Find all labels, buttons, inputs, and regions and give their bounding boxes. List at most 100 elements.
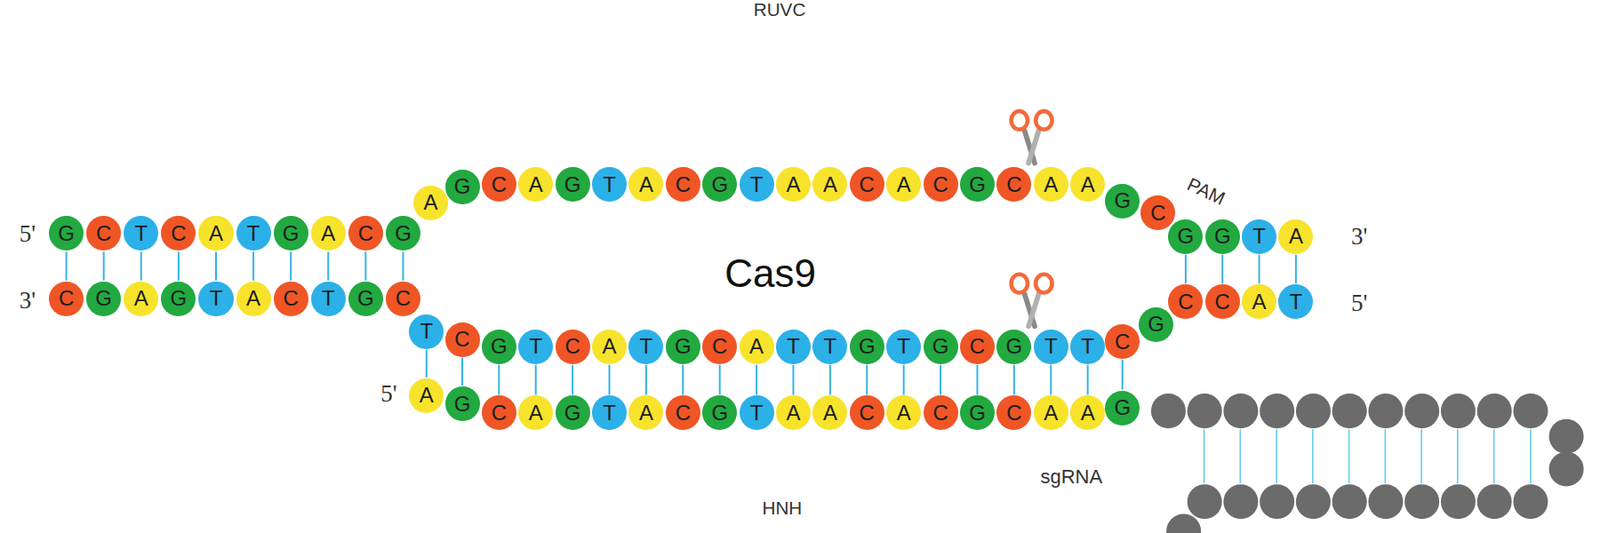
base-letter: A (639, 174, 654, 196)
nucleotide-circle: A (886, 395, 921, 431)
base-letter: C (1114, 331, 1130, 353)
base-letter: A (896, 402, 912, 424)
sgrna-scaffold-bead (1440, 393, 1476, 429)
nucleotide-circle: A (1241, 284, 1277, 320)
base-letter: G (394, 223, 412, 245)
base-letter: A (639, 402, 654, 424)
base-letter: C (283, 288, 299, 310)
nucleotide-circle: G (160, 281, 196, 317)
nucleotide-circle: G (1138, 307, 1174, 343)
base-pair-line (327, 251, 329, 280)
nucleotide-circle: A (812, 395, 848, 431)
base-letter: G (932, 336, 950, 358)
nucleotide-circle: C (273, 281, 309, 317)
base-letter: T (640, 336, 654, 358)
nucleotide-circle: T (1070, 329, 1105, 365)
base-letter: A (134, 288, 149, 310)
scissors-handle (1035, 274, 1052, 294)
base-letter: G (1177, 225, 1195, 248)
base-letter: A (1080, 402, 1096, 424)
base-pair-line (829, 365, 832, 396)
nucleotide-circle: G (348, 281, 384, 317)
base-letter: G (357, 288, 375, 310)
base-letter: A (602, 336, 617, 358)
sgrna-scaffold-bead (1512, 393, 1548, 429)
lobe-fill (395, 0, 1163, 276)
base-pair-line (1087, 365, 1089, 396)
base-letter: T (824, 336, 838, 358)
base-letter: A (785, 402, 800, 424)
nucleotide-circle: G (1205, 219, 1240, 255)
nucleotide-circle: C (348, 216, 384, 251)
sgrna-scaffold-bead (1512, 484, 1548, 520)
base-letter: G (1113, 397, 1131, 419)
nucleotide-circle: T (1241, 219, 1277, 255)
nucleotide-circle: C (849, 167, 885, 202)
base-letter: C (675, 174, 691, 196)
nucleotide-circle: A (1070, 395, 1105, 431)
scaffold-pair-line (1456, 429, 1459, 484)
scaffold-pair-line (1420, 429, 1423, 484)
base-pair-line (755, 365, 758, 396)
sgrna-scaffold-bead (1187, 393, 1223, 429)
base-letter: T (896, 336, 911, 358)
nucleotide-circle: C (665, 395, 701, 431)
base-pair-line (939, 365, 942, 396)
sgrna-scaffold-bead (1296, 393, 1331, 429)
base-letter: A (823, 402, 838, 424)
sgrna-label: sgRNA (1040, 467, 1104, 488)
nucleotide-circle: G (849, 329, 885, 365)
base-pair-line (1221, 255, 1224, 284)
nucleotide-circle: T (236, 216, 272, 251)
base-pair-line (1121, 360, 1124, 391)
nucleotide-circle: G (555, 395, 591, 431)
base-pair-line (903, 365, 905, 396)
nucleotide-circle: G (702, 395, 737, 431)
base-letter: A (208, 223, 224, 245)
base-pair-line (461, 358, 464, 386)
base-pair-line (177, 251, 180, 280)
base-letter: C (859, 174, 875, 196)
scissors-handle (1011, 111, 1028, 130)
base-letter: C (395, 288, 411, 310)
nucleotide-circle: C (555, 329, 591, 365)
base-letter: G (282, 223, 300, 245)
cut-scissors (1011, 274, 1053, 328)
base-letter: T (1289, 291, 1304, 313)
base-pair-line (364, 251, 367, 280)
nucleotide-circle: A (886, 167, 921, 202)
base-pair-line (289, 251, 292, 280)
base-letter: A (423, 192, 438, 214)
nucleotide-circle: T (311, 281, 346, 317)
lobe-fill (395, 275, 1168, 533)
nucleotide-circle: A (628, 167, 664, 202)
base-letter: T (602, 174, 616, 196)
base-letter: T (528, 336, 543, 358)
scissors-blade (1028, 130, 1039, 164)
ruvc-lobe: RUVCAGCAGTACGTAACACGCAAG (395, 0, 1163, 276)
nucleotide-circle: T (886, 329, 921, 365)
nucleotide-circle: T (739, 167, 775, 202)
base-letter: T (750, 402, 764, 424)
nucleotide-circle: A (123, 281, 159, 317)
scissors-handle (1011, 274, 1028, 294)
base-letter: C (1006, 402, 1022, 424)
nucleotide-circle: T (518, 329, 553, 365)
base-letter: T (247, 223, 261, 245)
base-letter: G (968, 402, 986, 424)
nucleotide-circle: C (1168, 284, 1203, 320)
base-letter: A (1252, 291, 1267, 313)
base-letter: G (564, 174, 582, 196)
base-letter: A (1288, 225, 1304, 248)
sgrna-scaffold-bead (1166, 514, 1201, 533)
base-letter: A (823, 174, 838, 196)
base-letter: C (859, 402, 875, 424)
base-pair-line (1184, 255, 1187, 284)
base-pair-line (1295, 255, 1297, 284)
nucleotide-circle: T (776, 329, 811, 365)
domain-label: RUVC (753, 0, 807, 21)
nucleotide-circle: A (776, 167, 811, 202)
base-letter: C (454, 328, 470, 351)
base-pair-line (140, 251, 143, 280)
